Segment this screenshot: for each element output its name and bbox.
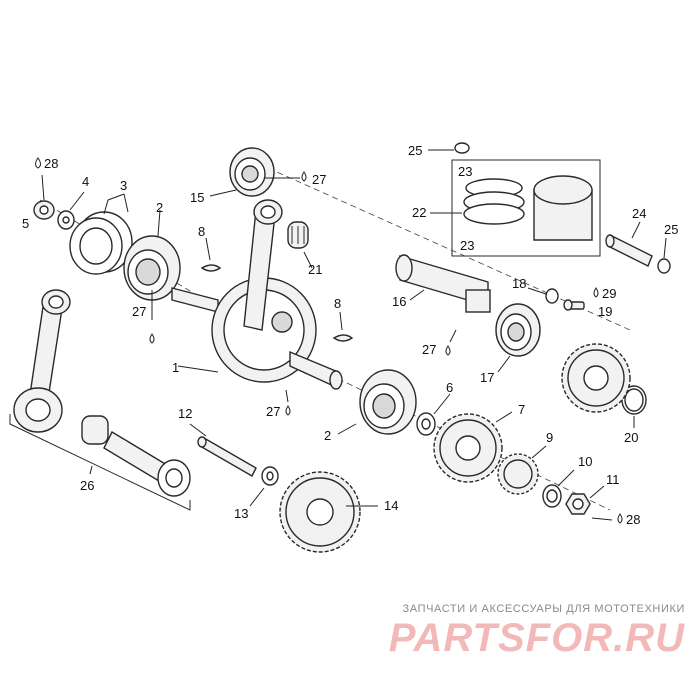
label-5: 5 xyxy=(22,216,29,231)
bearing-17 xyxy=(495,303,541,373)
label-24: 24 xyxy=(632,206,646,221)
label-23: 23 xyxy=(460,238,474,253)
washer-18-screw-19 xyxy=(527,287,599,311)
needle-bearing-21 xyxy=(287,221,313,269)
conrod-assembly-26 xyxy=(9,289,191,511)
label-6: 6 xyxy=(446,380,453,395)
label-10: 10 xyxy=(578,454,592,469)
label-25: 25 xyxy=(664,222,678,237)
label-26: 26 xyxy=(80,478,94,493)
label-29: 29 xyxy=(602,286,616,301)
label-27: 27 xyxy=(266,404,280,419)
label-2: 2 xyxy=(156,200,163,215)
label-3: 3 xyxy=(120,178,127,193)
label-11: 11 xyxy=(606,472,620,487)
label-14: 14 xyxy=(384,498,398,513)
nut-28-left xyxy=(33,157,55,220)
label-28: 28 xyxy=(626,512,640,527)
label-2: 2 xyxy=(324,428,331,443)
label-28: 28 xyxy=(44,156,58,171)
label-27: 27 xyxy=(422,342,436,357)
label-15: 15 xyxy=(190,190,204,205)
label-25: 25 xyxy=(408,143,422,158)
label-19: 19 xyxy=(598,304,612,319)
pin-12-washer-13 xyxy=(189,423,279,507)
label-8: 8 xyxy=(334,296,341,311)
label-12: 12 xyxy=(178,406,192,421)
gear-large-right xyxy=(561,343,631,413)
watermark-logo: PARTSFOR.RU xyxy=(388,616,685,660)
label-22: 22 xyxy=(412,205,426,220)
label-18: 18 xyxy=(512,276,526,291)
gear-14 xyxy=(279,471,378,553)
gear-7 xyxy=(433,411,513,483)
keys-8 xyxy=(200,237,354,342)
shaft-16 xyxy=(395,254,491,313)
label-27: 27 xyxy=(312,172,326,187)
bearing-2-left xyxy=(123,209,181,301)
label-21: 21 xyxy=(308,262,322,277)
washer-4 xyxy=(57,191,85,230)
label-23: 23 xyxy=(458,164,472,179)
label-9: 9 xyxy=(546,430,553,445)
label-1: 1 xyxy=(172,360,179,375)
label-13: 13 xyxy=(234,506,248,521)
watermark-tagline: ЗАПЧАСТИ И АКСЕССУАРЫ ДЛЯ МОТОТЕХНИКИ xyxy=(402,603,685,615)
label-27: 27 xyxy=(132,304,146,319)
bearing-2-lower xyxy=(337,369,417,435)
label-17: 17 xyxy=(480,370,494,385)
bearing-15 xyxy=(209,147,307,197)
label-4: 4 xyxy=(82,174,89,189)
gear-9 xyxy=(497,445,547,495)
circlip-20 xyxy=(621,385,647,428)
label-20: 20 xyxy=(624,430,638,445)
washer-10-nut-11 xyxy=(542,469,623,524)
lubricant-drops xyxy=(149,290,457,416)
conrod-main xyxy=(243,199,283,331)
washer-6 xyxy=(416,393,451,436)
label-16: 16 xyxy=(392,294,406,309)
label-7: 7 xyxy=(518,402,525,417)
callout-labels: 28 4 3 5 2 15 27 8 21 27 8 1 27 2 6 7 9 … xyxy=(22,143,678,527)
piston-kit xyxy=(428,142,601,257)
pin-24-clip-25 xyxy=(605,221,671,274)
label-8: 8 xyxy=(198,224,205,239)
seal-3 xyxy=(69,193,133,275)
